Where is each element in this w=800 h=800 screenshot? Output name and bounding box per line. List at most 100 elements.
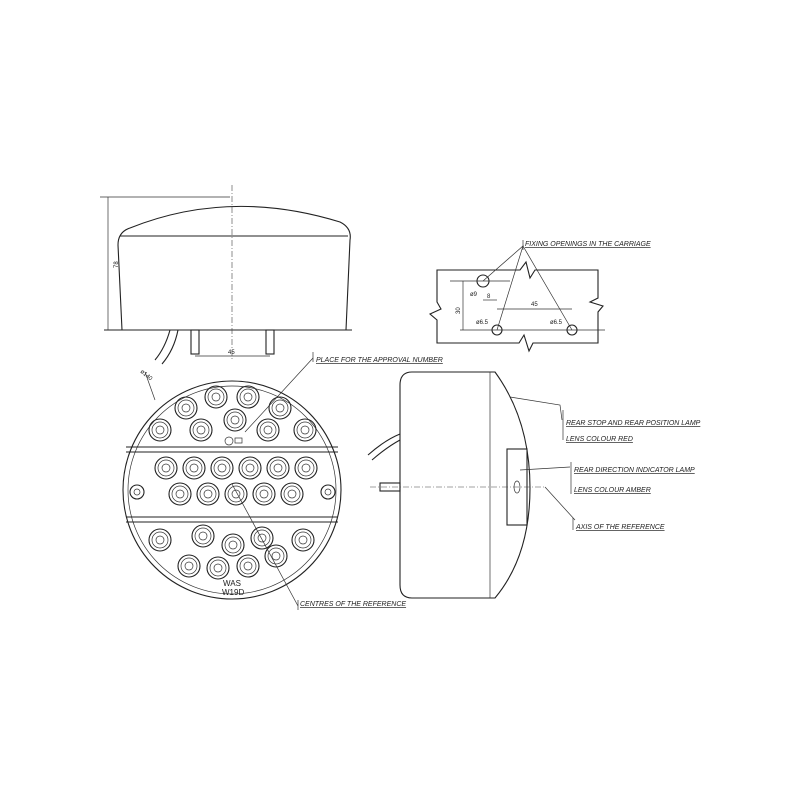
led <box>155 425 165 435</box>
led <box>271 399 289 417</box>
led <box>273 463 283 473</box>
led <box>206 556 230 580</box>
led <box>203 489 213 499</box>
lens-red-label: LENS COLOUR RED <box>566 436 633 443</box>
led <box>236 554 260 578</box>
led <box>189 418 213 442</box>
led <box>155 535 165 545</box>
axis-reference-label: AXIS OF THE REFERENCE <box>575 524 665 531</box>
lens-amber-label: LENS COLOUR AMBER <box>574 487 651 494</box>
led <box>228 540 238 550</box>
led <box>241 459 259 477</box>
cable <box>154 329 179 365</box>
led <box>175 489 185 499</box>
vertical-dim: 30 <box>456 307 462 314</box>
led <box>221 533 245 557</box>
led <box>230 415 240 425</box>
led <box>245 463 255 473</box>
led <box>180 557 198 575</box>
led <box>157 459 175 477</box>
led <box>182 456 206 480</box>
pin-spacing-dimension: 45 <box>228 350 235 356</box>
led <box>191 524 215 548</box>
led <box>148 418 172 442</box>
fixing-openings-label: FIXING OPENINGS IN THE CARRIAGE <box>525 241 651 248</box>
led <box>227 485 245 503</box>
led <box>204 385 228 409</box>
led <box>259 489 269 499</box>
front-view: ø140 WAS W19D PLACE FOR THE APPROVAL NUM… <box>122 352 443 610</box>
led-array <box>148 385 318 580</box>
led <box>294 456 318 480</box>
hole-large-dim: ø9 <box>470 292 478 298</box>
led <box>283 485 301 503</box>
led <box>269 459 287 477</box>
height-dimension: 78 <box>114 261 120 268</box>
led <box>291 528 315 552</box>
led <box>151 421 169 439</box>
led <box>192 421 210 439</box>
led <box>151 531 169 549</box>
led <box>185 459 203 477</box>
led <box>268 396 292 420</box>
led <box>196 482 220 506</box>
led <box>161 463 171 473</box>
led <box>231 489 241 499</box>
led <box>238 456 262 480</box>
led <box>239 557 257 575</box>
led <box>226 411 244 429</box>
led <box>301 463 311 473</box>
led <box>174 396 198 420</box>
offset-dim: 8 <box>487 294 491 300</box>
led <box>213 459 231 477</box>
led <box>211 392 221 402</box>
led <box>243 392 253 402</box>
led <box>297 459 315 477</box>
led <box>253 529 271 547</box>
marking-was: WAS <box>223 579 241 588</box>
led <box>171 485 189 503</box>
led <box>263 425 273 435</box>
led <box>236 385 260 409</box>
led <box>267 547 285 565</box>
led <box>280 482 304 506</box>
led <box>196 425 206 435</box>
diameter-dimension: ø140 <box>139 369 154 383</box>
led <box>250 526 274 550</box>
hole-small-dim-2: ø6.5 <box>550 320 563 326</box>
led <box>271 551 281 561</box>
led <box>300 425 310 435</box>
led <box>148 528 172 552</box>
led <box>275 403 285 413</box>
led <box>294 531 312 549</box>
led <box>296 421 314 439</box>
led <box>154 456 178 480</box>
led <box>293 418 317 442</box>
led <box>210 456 234 480</box>
led <box>209 559 227 577</box>
marking-w19d: W19D <box>222 588 244 597</box>
led <box>257 533 267 543</box>
led <box>199 485 217 503</box>
hole-small-dim-1: ø6.5 <box>476 320 489 326</box>
fixing-diagram: ø9 8 30 45 ø6.5 ø6.5 FIXING OPENINGS IN … <box>428 240 651 353</box>
led <box>256 418 280 442</box>
centres-reference-label: CENTRES OF THE REFERENCE <box>300 601 406 608</box>
led <box>224 536 242 554</box>
led <box>184 561 194 571</box>
led <box>255 485 273 503</box>
led <box>198 531 208 541</box>
led <box>223 408 247 432</box>
led <box>224 482 248 506</box>
approval-place-label: PLACE FOR THE APPROVAL NUMBER <box>316 357 443 364</box>
led <box>177 399 195 417</box>
led <box>194 527 212 545</box>
led <box>266 456 290 480</box>
led <box>177 554 201 578</box>
rear-stop-label: REAR STOP AND REAR POSITION LAMP <box>566 420 701 427</box>
led <box>213 563 223 573</box>
hole-spacing-dim: 45 <box>531 302 538 308</box>
led <box>287 489 297 499</box>
